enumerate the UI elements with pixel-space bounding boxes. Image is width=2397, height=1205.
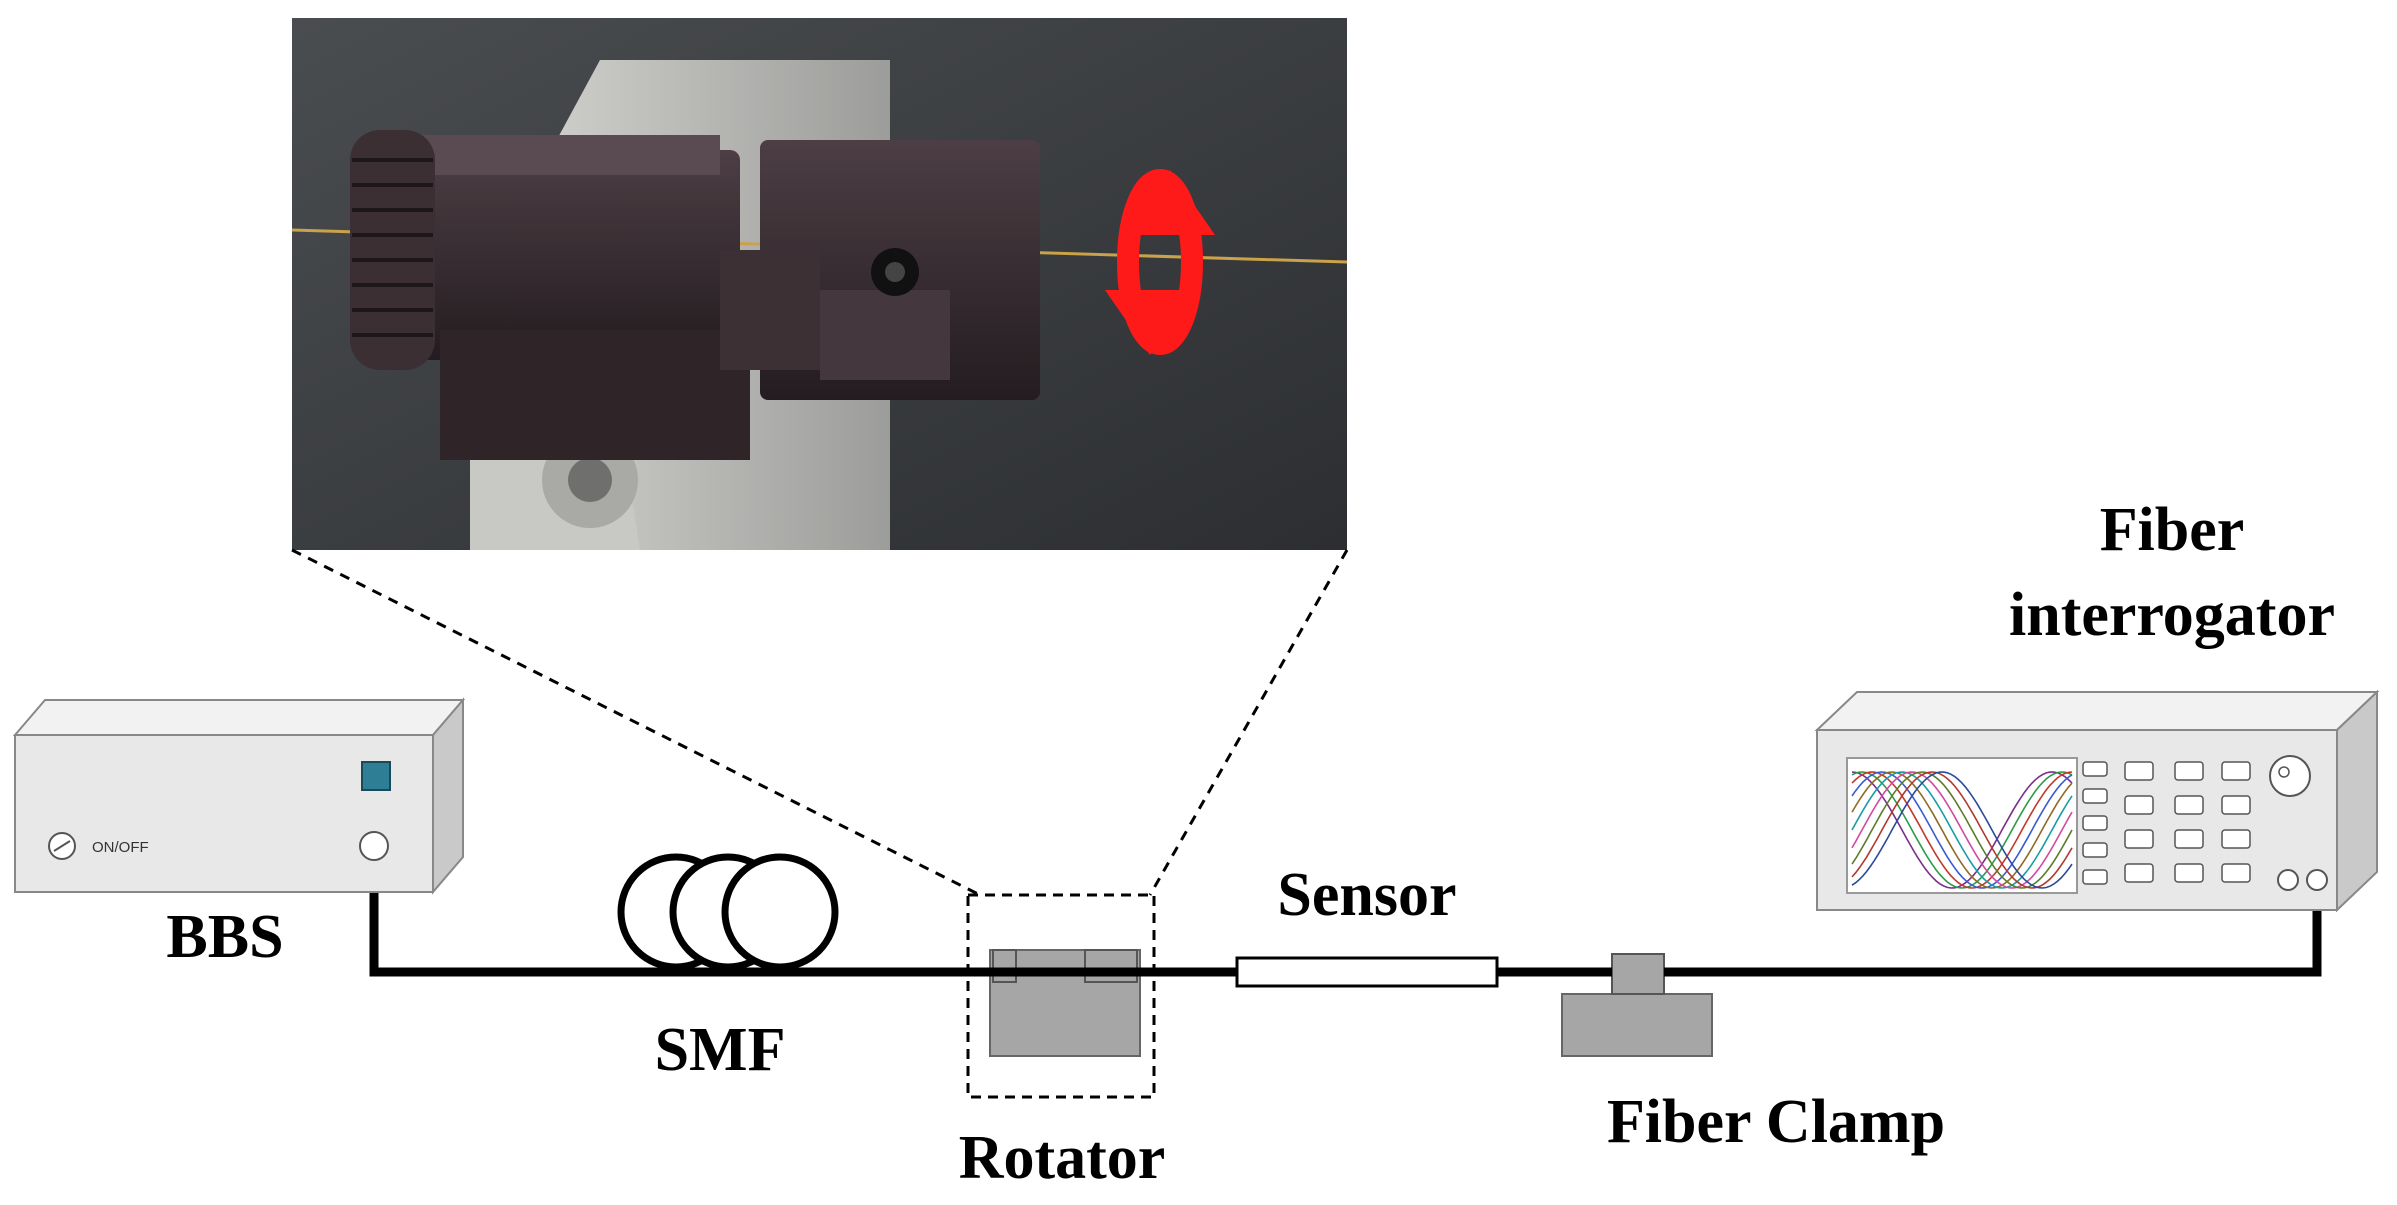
keypad bbox=[2082, 761, 2251, 885]
spectrum-curve bbox=[1851, 771, 2073, 889]
fiber-interrogator bbox=[1814, 689, 2380, 913]
rotator-highlight-box bbox=[966, 893, 1156, 1099]
keypad-key bbox=[2174, 829, 2204, 849]
bbs-side bbox=[432, 697, 464, 895]
spectrum-curve bbox=[1851, 771, 2073, 889]
sensor-label: Sensor bbox=[1277, 861, 1456, 929]
keypad-key bbox=[2082, 869, 2108, 885]
spectrum-screen bbox=[1846, 757, 2078, 894]
fiber-clamp-symbol bbox=[1561, 953, 1713, 1057]
spectrum-curve bbox=[1851, 771, 2073, 889]
zoom-line-right bbox=[1148, 549, 1349, 896]
keypad-key bbox=[2221, 829, 2251, 849]
rotation-arrow-icon bbox=[1105, 169, 1215, 355]
bbs-front bbox=[14, 734, 434, 893]
spectrum-curves bbox=[1851, 771, 2073, 889]
fiber-clamp-label: Fiber Clamp bbox=[1607, 1088, 1945, 1156]
interrogator-top bbox=[1814, 691, 2380, 731]
bbs-label: BBS bbox=[166, 903, 283, 971]
keypad-key bbox=[2174, 761, 2204, 781]
fiber-coil-icon bbox=[617, 853, 839, 971]
keypad-key bbox=[2221, 761, 2251, 781]
keypad-key bbox=[2124, 863, 2154, 883]
switch-label: ON/OFF bbox=[92, 839, 149, 856]
sensor-element bbox=[1235, 956, 1499, 988]
keypad-key bbox=[2124, 829, 2154, 849]
interrogator-port-a bbox=[2277, 869, 2299, 891]
keypad-key bbox=[2082, 761, 2108, 777]
knob-icon bbox=[2269, 755, 2311, 797]
spectrum-curve bbox=[1851, 771, 2073, 889]
smf-label: SMF bbox=[655, 1016, 786, 1084]
keypad-key bbox=[2174, 795, 2204, 815]
interrogator-label-line2: interrogator bbox=[2009, 581, 2335, 649]
keypad-key bbox=[2221, 863, 2251, 883]
power-switch-icon bbox=[48, 832, 76, 860]
rotator-symbol bbox=[989, 949, 1141, 1057]
interrogator-side bbox=[2336, 689, 2378, 913]
fiber-line-left bbox=[369, 858, 1237, 977]
spectrum-curve bbox=[1851, 771, 2073, 889]
interrogator-label-line1: Fiber bbox=[2100, 496, 2245, 564]
keypad-key bbox=[2221, 795, 2251, 815]
rotator-label: Rotator bbox=[959, 1124, 1166, 1192]
spectrum-curve bbox=[1851, 771, 2073, 889]
keypad-key bbox=[2082, 788, 2108, 804]
bbs-button bbox=[361, 761, 391, 791]
bbs-port bbox=[359, 831, 389, 861]
keypad-key bbox=[2082, 842, 2108, 858]
rotator-body bbox=[410, 150, 740, 360]
zoom-line-left bbox=[291, 548, 981, 897]
keypad-key bbox=[2174, 863, 2204, 883]
bbs-source: ON/OFF bbox=[12, 697, 466, 895]
rotator-photo bbox=[292, 18, 1347, 550]
keypad-key bbox=[2082, 815, 2108, 831]
interrogator-port-b bbox=[2306, 869, 2328, 891]
keypad-key bbox=[2124, 795, 2154, 815]
keypad-key bbox=[2124, 761, 2154, 781]
spectrum-curve bbox=[1851, 771, 2073, 889]
spectrum-curve bbox=[1851, 771, 2073, 889]
bbs-top bbox=[12, 699, 466, 736]
spectrum-curve bbox=[1851, 771, 2073, 889]
